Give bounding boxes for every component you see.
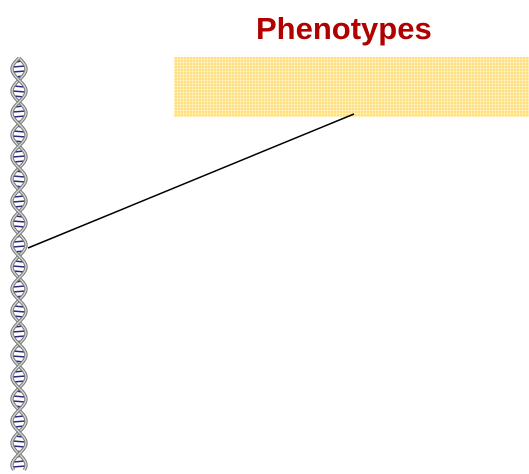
dna-rung (12, 355, 26, 358)
dna-rung (12, 290, 26, 293)
dna-rung (12, 175, 26, 178)
diagram-title: Phenotypes (256, 11, 432, 46)
dna-rung (11, 90, 27, 93)
dna-rung (11, 200, 27, 203)
dna-rung (12, 285, 26, 288)
dna-rung (12, 440, 26, 443)
dna-rung (12, 265, 26, 268)
dna-rung (12, 245, 26, 248)
dna-rung (12, 465, 26, 468)
dna-rung (13, 350, 25, 353)
dna-rung (12, 110, 26, 113)
dna-rung (12, 155, 26, 158)
dna-rung (11, 420, 27, 423)
dna-rung (12, 395, 26, 398)
dna-rung (12, 375, 26, 378)
dna-rung (13, 240, 25, 243)
dna-rung (12, 65, 26, 68)
dna-rung (13, 130, 25, 133)
dna-rung (12, 220, 26, 223)
connector-line (27, 113, 355, 249)
phenotype-box (174, 57, 529, 117)
dna-rung (12, 180, 26, 183)
dna-rung (11, 310, 27, 313)
dna-rung (12, 400, 26, 403)
dna-rung (12, 330, 26, 333)
dna-rung (13, 460, 25, 463)
dna-rung (12, 135, 26, 138)
dna-strand-highlight (11, 57, 27, 471)
dna-helix-icon (10, 56, 28, 471)
dna-rung (12, 70, 26, 73)
dna-strand-highlight (11, 57, 27, 471)
